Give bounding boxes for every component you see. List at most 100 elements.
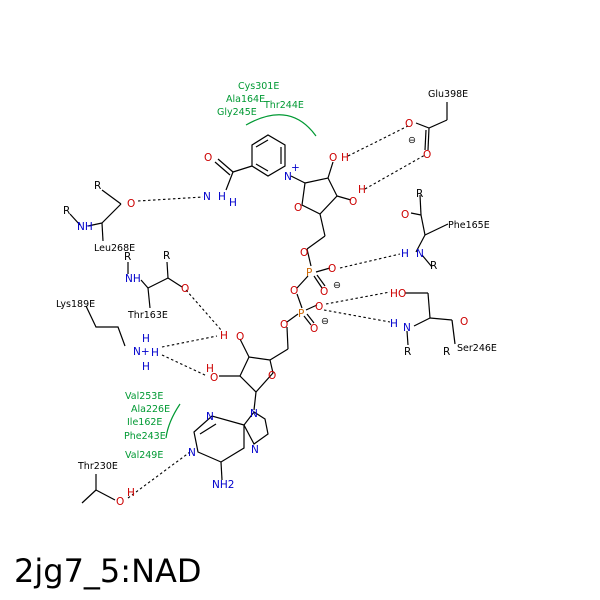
c2-o-bond bbox=[327, 161, 334, 179]
atom-pyridinium-n: N bbox=[284, 171, 292, 183]
atom-o2-top-h: H bbox=[341, 152, 349, 164]
thr163-ca-c-bond bbox=[147, 277, 169, 289]
phe-c-ca-bond bbox=[420, 214, 426, 236]
phe-r-c-bond bbox=[419, 194, 422, 216]
ser-ca-c-bond bbox=[429, 317, 453, 321]
leu-ca-down bbox=[101, 222, 104, 242]
atom-amide-n: N bbox=[203, 191, 211, 203]
atom-leu-o: O bbox=[127, 198, 135, 210]
hbond-leu268 bbox=[137, 196, 204, 202]
atom-amide-h2: H bbox=[229, 197, 237, 209]
atom-ser-n: N bbox=[403, 322, 411, 334]
label-val249: Val249E bbox=[125, 450, 163, 461]
atom-leu-r1: R bbox=[94, 180, 101, 192]
atom-ser-h-n: H bbox=[390, 318, 398, 330]
c1b-n9-bond bbox=[253, 391, 257, 411]
atom-ribose-o4-bottom: O bbox=[268, 370, 276, 382]
lys-chain bbox=[85, 305, 126, 347]
atom-p2: P bbox=[298, 308, 304, 320]
atom-o3-bottom-h: H bbox=[220, 330, 228, 342]
label-glu398: Glu398E bbox=[428, 89, 468, 100]
hbond-lys189-b bbox=[161, 354, 208, 377]
atom-o5-bottom: O bbox=[280, 319, 288, 331]
ribose-ring-top bbox=[301, 177, 338, 215]
ser-c-r-bond bbox=[451, 319, 456, 345]
atom-ribose-o4: O bbox=[294, 202, 302, 214]
atom-amide-h1: H bbox=[218, 191, 226, 203]
charge-glu: ⊖ bbox=[408, 135, 416, 146]
atom-amide-o: O bbox=[204, 152, 212, 164]
six-ring-double bbox=[199, 423, 217, 435]
ribose-ring-bottom bbox=[239, 356, 274, 393]
atom-leu-nh: NH bbox=[77, 221, 93, 233]
o-c5b-bond bbox=[286, 326, 289, 350]
label-val253: Val253E bbox=[125, 391, 163, 402]
p1-o-down-2 bbox=[316, 274, 326, 287]
label-ala164: Ala164E bbox=[226, 94, 265, 105]
phe-n-r-bond bbox=[421, 254, 433, 268]
atom-lys-h-top: H bbox=[142, 333, 150, 345]
leu-r-n-bond bbox=[69, 213, 81, 226]
p2-o-down-2 bbox=[306, 313, 315, 324]
atom-thr230-h: H bbox=[127, 487, 135, 499]
glu-co1-bond bbox=[415, 122, 430, 129]
hbond-glu398-a bbox=[347, 125, 409, 157]
p2-o-down bbox=[303, 315, 312, 326]
phe-ca-side-bond bbox=[424, 223, 449, 236]
atom-phe-h: H bbox=[401, 248, 409, 260]
glu-cg-bond bbox=[428, 119, 448, 129]
atom-thr230-o: O bbox=[116, 496, 124, 508]
c5b-c4b-bond bbox=[269, 348, 289, 361]
hydrophobic-arc-top bbox=[245, 114, 317, 137]
atom-n7: N bbox=[251, 444, 259, 456]
atom-pyridinium-plus: + bbox=[291, 162, 300, 174]
atom-phe-r2: R bbox=[430, 260, 437, 272]
label-thr163: Thr163E bbox=[127, 310, 168, 321]
label-cys301: Cys301E bbox=[238, 81, 279, 92]
hbond-ser246-og bbox=[325, 291, 391, 305]
thr230-ca-og bbox=[95, 489, 116, 501]
p1-bridge-bond bbox=[296, 275, 309, 289]
label-phe165: Phe165E bbox=[448, 220, 490, 231]
phe-o-c-bond bbox=[410, 212, 422, 216]
atom-phe-n: N bbox=[416, 248, 424, 260]
atom-o2-top: O bbox=[329, 152, 337, 164]
label-gly245: Gly245E bbox=[217, 107, 257, 118]
atom-p1: P bbox=[306, 267, 312, 279]
ring-double-1 bbox=[255, 139, 269, 148]
n-c1-bond bbox=[290, 175, 306, 184]
atom-thr163-r2: R bbox=[163, 250, 170, 262]
c3b-o-bond bbox=[239, 338, 250, 358]
atom-n1: N bbox=[188, 447, 196, 459]
pyridinium-ring bbox=[251, 134, 286, 177]
c6-nh2-bond bbox=[220, 461, 223, 481]
amide-cn-bond bbox=[225, 171, 234, 191]
thr163-c-o-bond bbox=[167, 277, 183, 288]
label-ile162: Ile162E bbox=[127, 417, 162, 428]
hbond-phe165 bbox=[339, 253, 401, 269]
o-p1-bond bbox=[306, 248, 312, 267]
c4-c5-bond bbox=[319, 213, 326, 237]
charge-p1: ⊖ bbox=[333, 280, 341, 291]
atom-o3-top-h: H bbox=[358, 184, 366, 196]
c3-o-bond bbox=[336, 195, 352, 201]
thr163-ca-down bbox=[147, 287, 151, 309]
ring-double-3 bbox=[255, 163, 269, 172]
label-lys189: Lys189E bbox=[56, 299, 95, 310]
thr163-c-r-bond bbox=[166, 261, 169, 279]
label-thr230: Thr230E bbox=[77, 461, 118, 472]
atom-n3: N bbox=[206, 411, 214, 423]
purine-six-ring bbox=[193, 415, 245, 463]
atom-o2-bottom: O bbox=[210, 372, 218, 384]
p2-o-right bbox=[305, 304, 318, 311]
atom-o3-bottom: O bbox=[236, 331, 244, 343]
charge-p2: ⊖ bbox=[321, 316, 329, 327]
amide-co-bond bbox=[217, 158, 234, 173]
atom-thr163-nh: NH bbox=[125, 273, 141, 285]
atom-p2-o2: O bbox=[310, 323, 318, 335]
hbond-lys189-a bbox=[161, 335, 218, 348]
atom-p1-o1: O bbox=[328, 263, 336, 275]
label-ser246: Ser246E bbox=[457, 343, 497, 354]
